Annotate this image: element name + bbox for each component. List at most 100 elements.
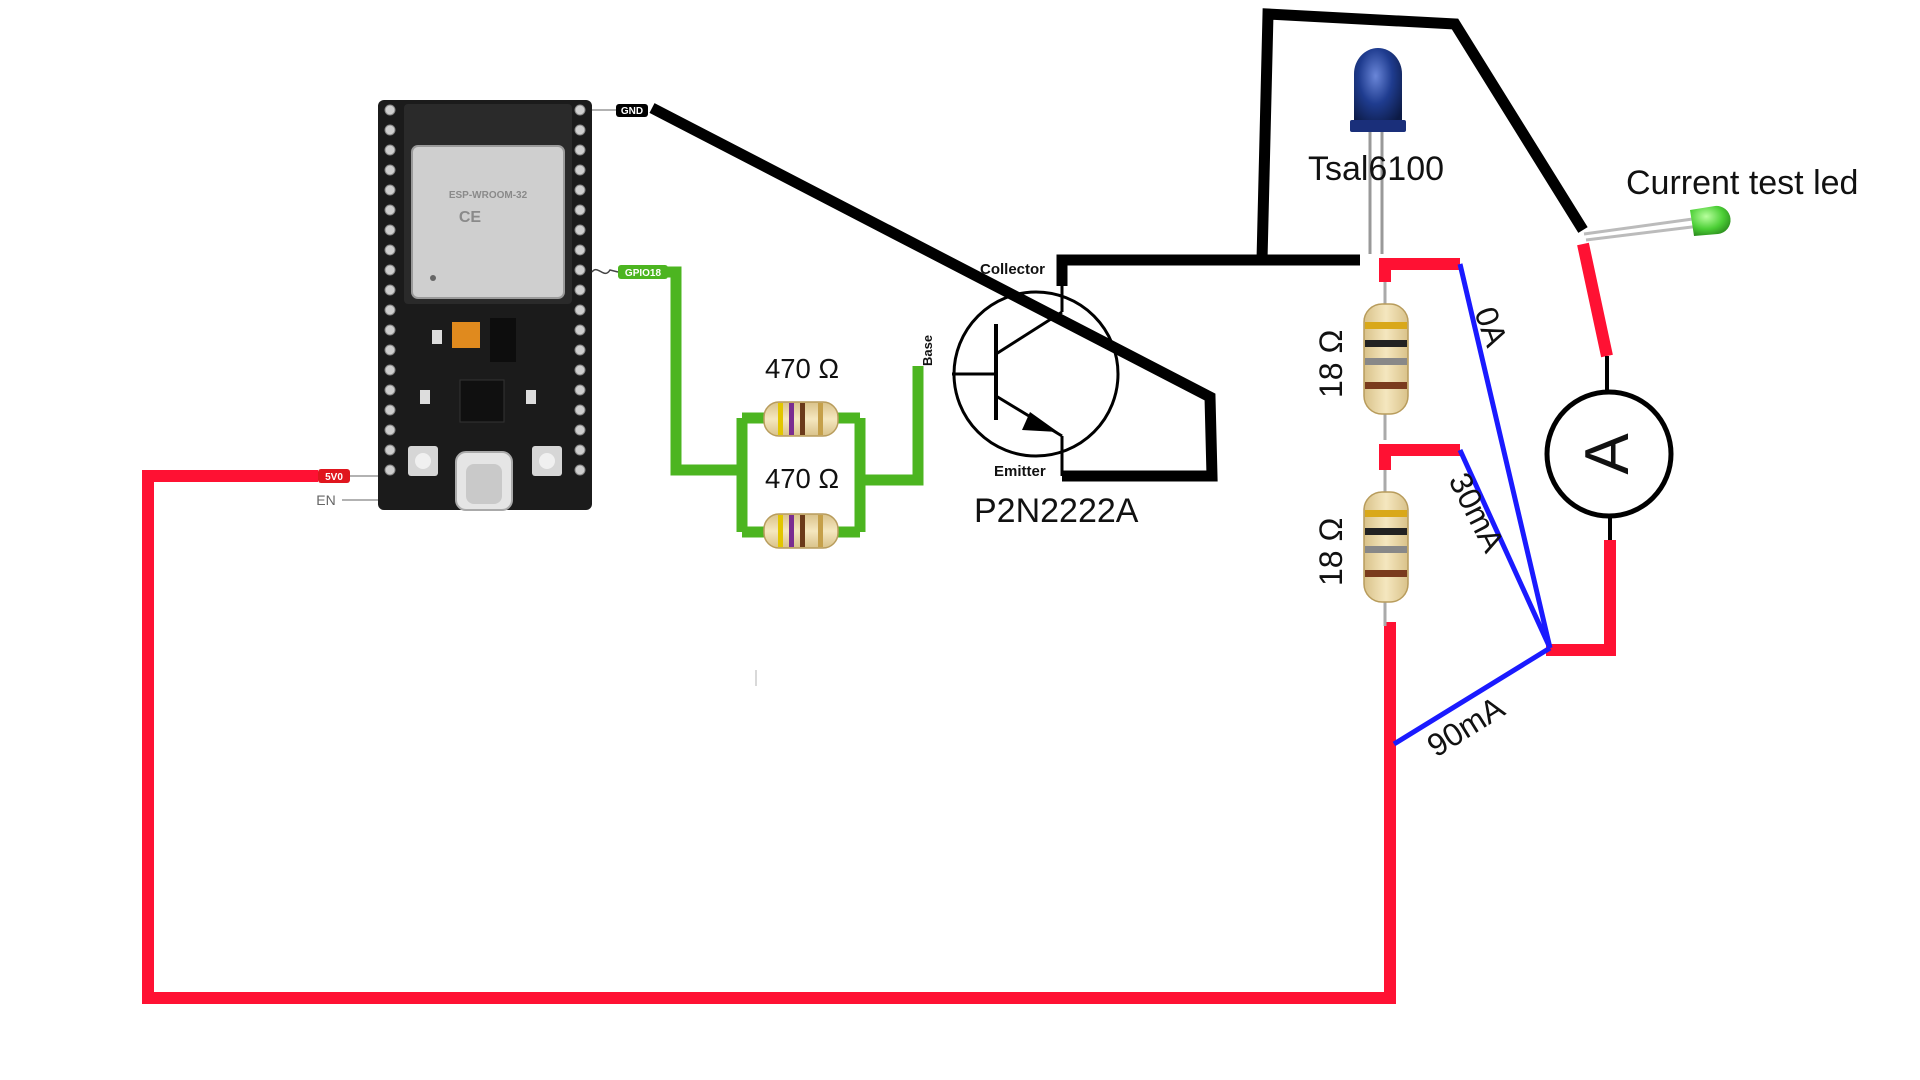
header-pin	[574, 324, 586, 336]
chip-usb-uart	[459, 379, 505, 423]
resistor-band	[818, 403, 823, 435]
header-pin	[384, 164, 396, 176]
header-pin	[384, 304, 396, 316]
ir-led-rim	[1350, 120, 1406, 132]
header-pin	[574, 284, 586, 296]
header-pin	[384, 184, 396, 196]
header-pin	[384, 224, 396, 236]
header-pin	[574, 164, 586, 176]
pin-label-gnd-text: GND	[621, 106, 643, 117]
resistor-band	[789, 403, 794, 435]
header-pin	[574, 304, 586, 316]
pin-label-gpio18-text: GPIO18	[625, 268, 662, 279]
pin-lead-gpio18	[591, 268, 619, 275]
header-pin	[384, 144, 396, 156]
header-pin	[384, 324, 396, 336]
resistor-band	[1365, 546, 1407, 553]
ir-led-label: Tsal6100	[1308, 150, 1444, 188]
resistor-470-bottom	[763, 513, 839, 549]
pin-label-5v0-text: 5V0	[325, 472, 343, 483]
ir-led-body	[1354, 48, 1402, 128]
wire-meter-bottom	[1546, 540, 1616, 656]
transistor-base-label: Base	[920, 335, 935, 366]
probe-30ma	[1457, 448, 1553, 650]
header-pin	[384, 444, 396, 456]
resistor-band	[1365, 528, 1407, 535]
resistor-band	[1365, 322, 1407, 329]
resistor-470-top-label: 470 Ω	[765, 353, 839, 384]
module-shield	[411, 145, 565, 299]
wire-top-loop	[1256, 8, 1588, 261]
test-led-label: Current test led	[1626, 164, 1858, 202]
emitter-arrow	[1022, 412, 1058, 432]
wire-5v-loop	[142, 470, 1396, 1004]
chip-ldo	[490, 318, 516, 362]
resistor-18-bottom-label: 18 Ω	[1313, 518, 1349, 586]
header-pin	[384, 404, 396, 416]
component-cap	[432, 330, 442, 344]
resistor-band	[1365, 570, 1407, 577]
transistor-collector-leg	[995, 310, 1063, 356]
wire-tap-30ma	[1379, 444, 1460, 470]
resistor-band	[778, 515, 783, 547]
header-pin	[384, 364, 396, 376]
header-pin	[574, 464, 586, 476]
header-pin	[574, 344, 586, 356]
ir-led	[1350, 48, 1406, 254]
header-pin	[574, 124, 586, 136]
pin-label-5v0-bg	[318, 469, 350, 483]
ammeter-circle	[1544, 389, 1674, 519]
pin-label-gnd-bg	[616, 104, 648, 117]
resistor-band	[1365, 358, 1407, 365]
probe-0a	[1457, 263, 1553, 649]
wire-collector	[1056, 254, 1360, 286]
transistor-collector-label: Collector	[980, 261, 1045, 278]
tap-label-0a: 0A	[1467, 302, 1514, 352]
usb-c-inner	[466, 464, 502, 504]
reset-button-cap	[539, 453, 555, 469]
header-pin	[574, 224, 586, 236]
esp32-board: ESP-WROOM-32 CE	[378, 100, 592, 511]
test-led-leg	[1583, 216, 1701, 236]
header-pin	[384, 384, 396, 396]
resistor-470-top	[763, 401, 839, 437]
chip-regulator	[452, 322, 480, 348]
wire-gnd-diagonal	[649, 103, 1218, 482]
pin-label-gnd: GND	[616, 104, 648, 117]
wire-meter-top	[1577, 242, 1613, 358]
wire-gpio18	[666, 266, 742, 476]
pin-label-gpio18: GPIO18	[618, 265, 668, 279]
resistor-18-bottom	[1363, 470, 1409, 626]
header-pin	[574, 424, 586, 436]
pin-label-5v0: 5V0	[318, 469, 350, 483]
resistor-band	[800, 403, 805, 435]
header-pin	[384, 264, 396, 276]
transistor-emitter-label: Emitter	[994, 463, 1046, 480]
header-pin	[574, 144, 586, 156]
resistor-band	[1365, 510, 1407, 517]
transistor-symbol	[952, 270, 1120, 476]
header-pin	[384, 244, 396, 256]
ammeter: A	[1544, 356, 1674, 540]
header-pin	[384, 424, 396, 436]
probe-90ma	[1392, 645, 1552, 747]
test-led	[1583, 205, 1731, 242]
header-pins-left	[384, 104, 396, 476]
header-pin	[384, 284, 396, 296]
header-pin	[574, 104, 586, 116]
header-pin	[384, 464, 396, 476]
tap-label-30ma: 30mA	[1442, 467, 1512, 558]
resistor-18-top-label: 18 Ω	[1313, 330, 1349, 398]
module-text: ESP-WROOM-32	[449, 190, 528, 201]
resistor-18-top	[1363, 282, 1409, 440]
ce-mark: CE	[459, 209, 482, 226]
pin-label-en: EN	[316, 492, 335, 508]
resistor-band	[778, 403, 783, 435]
ammeter-symbol: A	[1573, 433, 1642, 475]
resistor-band	[800, 515, 805, 547]
boot-button-cap	[415, 453, 431, 469]
header-pins-right	[574, 104, 586, 476]
resistor-470-bottom-label: 470 Ω	[765, 463, 839, 494]
component-cap	[526, 390, 536, 404]
